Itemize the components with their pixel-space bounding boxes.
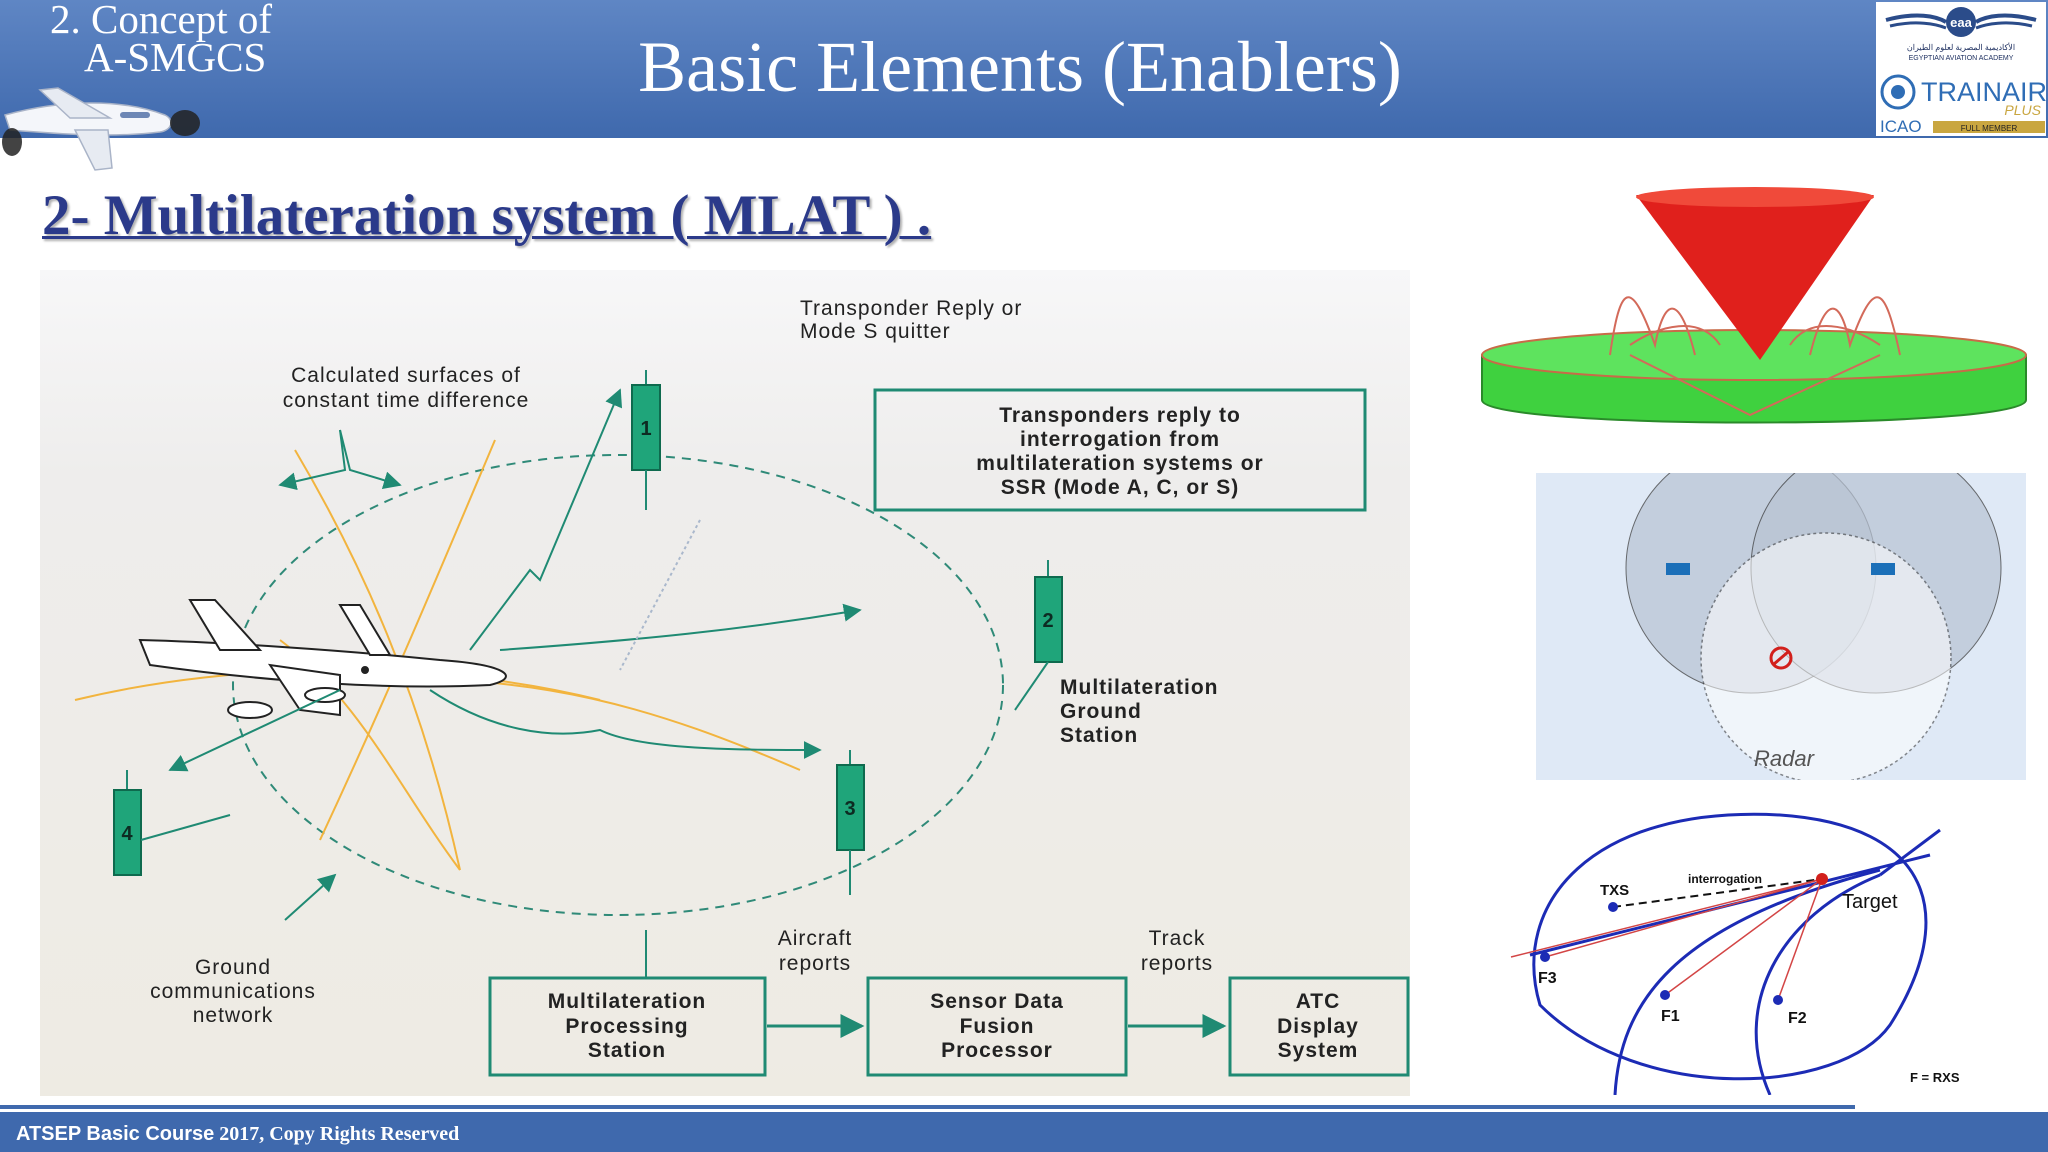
- transponder-note-box: [873, 388, 1367, 512]
- fusion-processor-box: [866, 976, 1128, 1077]
- atc-line2: Display: [1277, 1015, 1359, 1038]
- ground-station-1: 1: [631, 370, 661, 510]
- mlat-diagram: 1 2 3 4 Transponder Reply or Mode S quit…: [40, 270, 1410, 1096]
- header-bar: [0, 0, 2048, 138]
- section-subtitle: 2- Multilateration system ( MLAT ) .: [42, 184, 932, 247]
- fusion-line3: Processor: [941, 1039, 1053, 1062]
- transponder-reply-line1: Transponder Reply or: [800, 297, 1022, 320]
- ground-network-line2: communications: [150, 980, 316, 1003]
- f2-label: F2: [1788, 1010, 1807, 1027]
- ground-station-line1: Multilateration: [1060, 676, 1219, 699]
- processing-line2: Processing: [565, 1015, 688, 1038]
- ground-station-3: 3: [836, 750, 865, 895]
- logo-arabic-text: الأكاديمية المصرية لعلوم الطيران: [1907, 42, 2015, 52]
- note-line2: interrogation from: [1020, 428, 1220, 451]
- sensor-marker-right: [1871, 563, 1895, 575]
- station-1-label: 1: [640, 418, 651, 440]
- logo-icao-text: ICAO: [1880, 117, 1922, 136]
- note-line4: SSR (Mode A, C, or S): [1001, 476, 1239, 499]
- interrogation-label: interrogation: [1688, 872, 1762, 886]
- aircraft-reports-line1: Aircraft: [778, 927, 853, 950]
- airplane-illustration: [2, 87, 200, 171]
- sensor-marker-left: [1666, 563, 1690, 575]
- coverage-ellipse: [232, 454, 1004, 916]
- radar-coverage-circles: Radar: [1536, 473, 2026, 780]
- ground-station-line3: Station: [1060, 724, 1138, 747]
- ground-network-line1: Ground: [195, 956, 271, 979]
- station-2-label: 2: [1042, 610, 1053, 632]
- calc-surfaces-line1: Calculated surfaces of: [291, 364, 521, 387]
- section-name-text: A-SMGCS: [84, 34, 267, 80]
- processing-station-box: [488, 976, 767, 1077]
- academy-logo: eaa الأكاديمية المصرية لعلوم الطيران EGY…: [1876, 2, 2047, 136]
- processing-line1: Multilateration: [548, 990, 707, 1013]
- footer-bar: [0, 1112, 2048, 1152]
- footer-copyright: ATSEP Basic Course 2017, Copy Rights Res…: [16, 1123, 459, 1146]
- rxs-legend: F = RXS: [1910, 1070, 1960, 1085]
- footer-divider: [0, 1105, 1855, 1109]
- ground-network-line3: network: [193, 1004, 274, 1027]
- transponder-reply-line2: Mode S quitter: [800, 320, 951, 343]
- target-label: Target: [1842, 891, 1898, 913]
- fusion-line1: Sensor Data: [930, 990, 1064, 1013]
- station-3-label: 3: [844, 798, 855, 820]
- station-4-label: 4: [121, 823, 133, 845]
- track-reports-line2: reports: [1141, 952, 1213, 975]
- calc-surfaces-line2: constant time difference: [283, 389, 530, 412]
- f1-label: F1: [1661, 1008, 1680, 1025]
- fusion-line2: Fusion: [960, 1015, 1035, 1038]
- ground-station-4: 4: [113, 770, 231, 876]
- radar-cone-illustration: [1481, 187, 2027, 424]
- aircraft-reports-line2: reports: [779, 952, 851, 975]
- atc-line1: ATC: [1296, 990, 1341, 1013]
- footer-rights: 2017, Copy Rights Reserved: [214, 1123, 460, 1145]
- logo-eaa-text: eaa: [1950, 15, 1972, 30]
- processing-line3: Station: [588, 1039, 666, 1062]
- logo-academy-text: EGYPTIAN AVIATION ACADEMY: [1909, 55, 2014, 62]
- atc-display-box: [1228, 976, 1410, 1077]
- slide-title: Basic Elements (Enablers): [638, 27, 1402, 107]
- note-line1: Transponders reply to: [999, 404, 1241, 427]
- logo-trainair-text: TRAINAIR: [1921, 77, 2046, 107]
- section-label: 2. Concept of A-SMGCS: [50, 0, 273, 80]
- ground-station-line2: Ground: [1060, 700, 1142, 723]
- track-reports-line1: Track: [1149, 927, 1206, 950]
- radar-caption: Radar: [1754, 746, 1816, 771]
- mlat-geometry-illustration: TXS interrogation Target F1 F2 F3 F = RX…: [1510, 812, 1960, 1095]
- txs-label: TXS: [1600, 882, 1629, 899]
- logo-member-text: FULL MEMBER: [1961, 124, 2018, 133]
- logo-plus-text: PLUS: [2004, 102, 2041, 118]
- footer-course: ATSEP Basic Course: [16, 1123, 215, 1145]
- f3-label: F3: [1538, 970, 1557, 987]
- note-line3: multilateration systems or: [976, 452, 1263, 475]
- section-number-text: 2. Concept of: [50, 0, 273, 42]
- ground-station-2: 2: [1014, 560, 1063, 711]
- atc-line3: System: [1278, 1039, 1359, 1062]
